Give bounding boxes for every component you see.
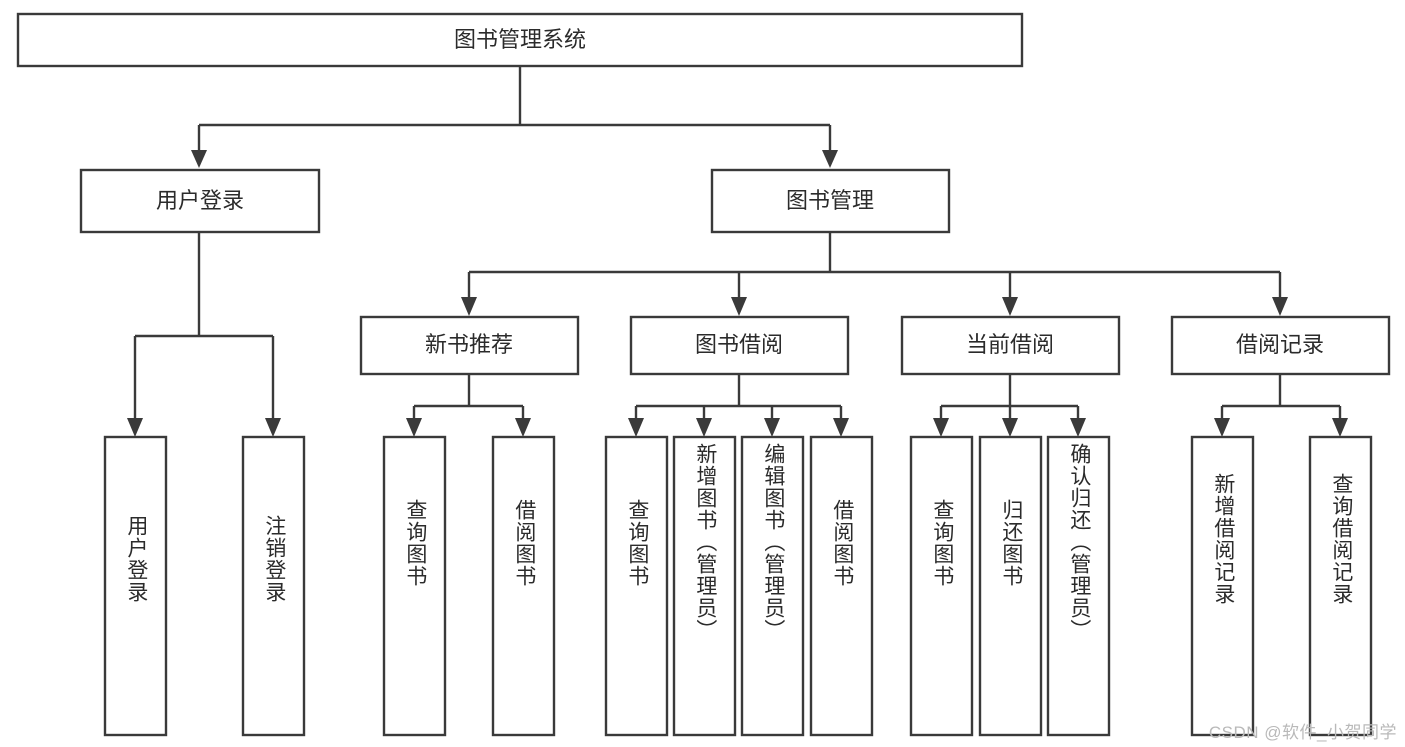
csdn-watermark: CSDN @软件_小贺同学 — [1208, 723, 1397, 742]
node-user-login-label: 用户登录 — [156, 188, 244, 213]
connector-borrow-record-to-leaves — [1214, 374, 1348, 437]
node-new-book-rec[interactable]: 新书推荐 — [359, 315, 580, 376]
node-root-label: 图书管理系统 — [454, 27, 586, 52]
node-book-manage[interactable]: 图书管理 — [710, 168, 951, 234]
node-current-borrow-label: 当前借阅 — [966, 332, 1054, 357]
leaf-box-11[interactable] — [1046, 435, 1111, 737]
leaf-box-1[interactable] — [103, 435, 168, 737]
leaf-box-2[interactable] — [241, 435, 306, 737]
node-new-book-rec-label: 新书推荐 — [425, 332, 513, 357]
node-borrow-record[interactable]: 借阅记录 — [1170, 315, 1391, 376]
node-borrow-record-label: 借阅记录 — [1236, 332, 1324, 357]
node-book-borrow-label: 图书借阅 — [695, 332, 783, 357]
node-book-manage-label: 图书管理 — [786, 188, 874, 213]
leaf-box-9[interactable] — [909, 435, 974, 737]
leaf-box-3[interactable] — [382, 435, 447, 737]
leaf-box-13[interactable] — [1308, 435, 1373, 737]
node-user-login[interactable]: 用户登录 — [79, 168, 321, 234]
node-root[interactable]: 图书管理系统 — [16, 12, 1024, 68]
leaf-box-12[interactable] — [1190, 435, 1255, 737]
connector-current-borrow-to-leaves — [933, 374, 1086, 437]
connector-root-to-level2 — [191, 66, 838, 168]
leaf-box-10[interactable] — [978, 435, 1043, 737]
connector-new-book-rec-to-leaves — [406, 374, 531, 437]
connector-book-manage-to-level3 — [461, 232, 1288, 316]
connector-user-login-to-leaves — [127, 232, 281, 437]
leaf-boxes — [103, 435, 1373, 737]
connector-book-borrow-to-leaves — [628, 374, 849, 437]
leaf-box-8[interactable] — [809, 435, 874, 737]
leaf-box-7[interactable] — [740, 435, 805, 737]
leaf-box-4[interactable] — [491, 435, 556, 737]
leaf-box-6[interactable] — [672, 435, 737, 737]
node-current-borrow[interactable]: 当前借阅 — [900, 315, 1121, 376]
leaf-box-5[interactable] — [604, 435, 669, 737]
node-book-borrow[interactable]: 图书借阅 — [629, 315, 850, 376]
